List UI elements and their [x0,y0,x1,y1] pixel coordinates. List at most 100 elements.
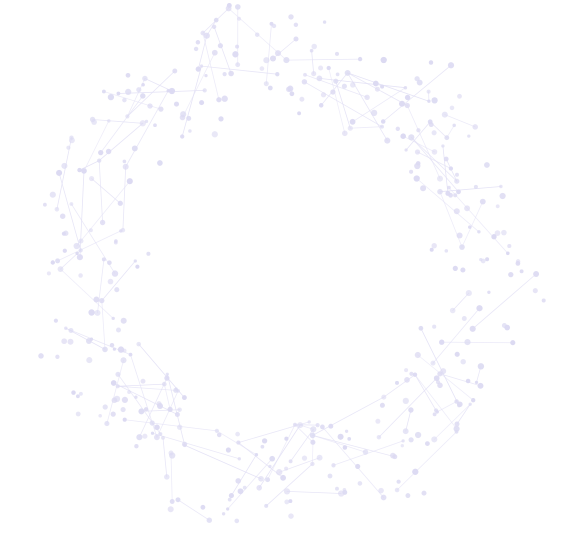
network-node [376,434,382,440]
network-node [68,327,74,334]
network-node [303,72,307,77]
network-node [318,65,324,71]
network-node [472,124,478,130]
network-node [88,309,95,316]
network-node [404,148,408,152]
network-node [81,168,87,174]
network-node [125,114,130,119]
network-edge [177,499,210,521]
network-node [297,422,304,429]
network-node [431,149,438,155]
network-node [299,96,305,102]
network-node [310,461,315,467]
network-node [311,71,317,77]
network-edge [320,72,349,106]
network-node [487,290,491,294]
network-node [107,119,111,123]
network-node [515,259,521,264]
network-node [225,5,232,12]
network-node [416,128,421,133]
network-node [398,100,406,107]
network-node [164,375,170,381]
network-node [412,372,418,377]
network-node [510,340,516,346]
network-node [78,273,83,278]
network-node [437,188,443,195]
network-edge [444,114,476,128]
network-node [211,49,218,56]
network-node [378,487,384,494]
network-node [120,317,127,324]
network-edge [83,120,110,172]
network-node [216,432,222,438]
network-node [101,89,106,94]
network-node [136,87,142,93]
network-node [519,269,524,274]
network-node [263,81,269,87]
network-node [289,91,295,97]
network-node [477,230,481,234]
network-node [217,43,223,49]
network-node [165,372,169,376]
network-node [97,158,102,163]
network-edge [201,65,278,75]
network-node [218,116,224,122]
network-edge [448,187,509,254]
network-node [454,421,460,427]
network-node [337,433,344,440]
network-edge [117,383,165,387]
network-node [226,507,230,511]
network-node [499,192,506,200]
network-node [394,380,400,385]
network-edge [417,151,452,169]
network-edge [349,126,383,129]
network-edge [456,403,471,425]
network-edge [106,359,124,425]
network-node [153,123,157,128]
network-node [452,265,458,271]
network-node [258,475,264,482]
network-node [268,464,272,469]
network-edge [335,80,351,129]
network-node [111,270,119,277]
network-edge [127,70,176,117]
network-node [477,382,484,389]
network-edge [98,160,103,223]
network-edge [410,136,459,193]
network-node [297,111,302,116]
network-node [420,185,427,192]
network-node [86,357,93,364]
network-node [120,357,127,364]
network-node [441,144,445,148]
network-node [153,434,160,441]
network-node [59,213,66,219]
network-node [437,175,443,182]
network-node [133,259,137,263]
network-node [234,518,240,524]
network-node [507,243,512,249]
network-node [127,390,131,394]
network-node [454,178,460,184]
network-edge [405,121,431,151]
network-node [287,85,294,92]
network-node [428,60,434,65]
network-edge [402,135,435,153]
network-node [116,91,121,96]
network-node [203,32,210,39]
network-node [404,102,410,109]
network-node [307,420,311,424]
network-node [454,429,459,434]
network-edge [452,292,470,311]
network-node [288,14,294,20]
network-node [134,395,138,399]
network-node [288,513,294,519]
network-node [141,82,145,87]
network-node [432,324,437,329]
network-node [379,402,385,408]
network-edge [100,95,144,154]
network-node [56,169,63,176]
network-edge [439,191,463,248]
network-edge [79,170,85,258]
network-node [341,130,348,137]
